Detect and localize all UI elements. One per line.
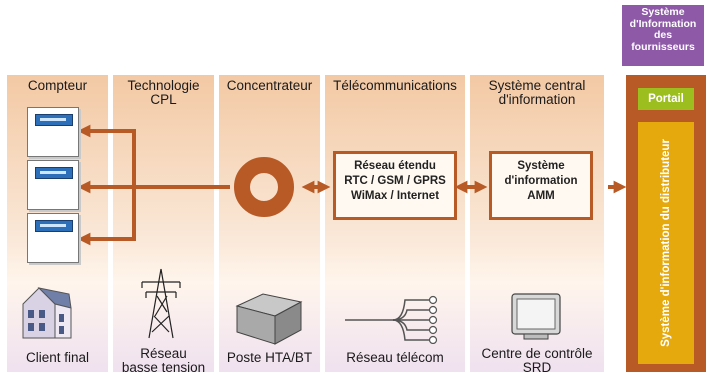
monitor-icon <box>511 293 561 340</box>
amm-box: Système d'information AMM <box>489 151 593 220</box>
column-telecommunications: Télécommunications Réseau télécom <box>325 75 465 372</box>
cpl-bus-lines <box>77 124 230 246</box>
concentrator-ring-icon <box>234 157 294 217</box>
column-separator <box>320 75 325 372</box>
meter-icon <box>27 107 79 157</box>
column-separator <box>465 75 470 372</box>
pylon-icon <box>141 268 181 339</box>
column-header: Système central d'information <box>488 78 586 107</box>
column-footer: Poste HTA/BT <box>226 350 313 365</box>
column-header: Télécommunications <box>333 78 457 93</box>
suppliers-header: Système d'Information des fournisseurs <box>622 5 704 66</box>
column-technologie-cpl: Technologie CPL Réseau basse tension <box>113 75 214 375</box>
telecom-network-icon <box>345 295 438 344</box>
column-footer: Réseau télécom <box>346 350 444 365</box>
column-header: Concentrateur <box>226 78 313 93</box>
column-header: Technologie CPL <box>127 78 200 107</box>
column-footer: Client final <box>25 350 90 365</box>
distributor-info-system-bar <box>638 122 694 364</box>
column-footer: Réseau basse tension <box>121 346 206 375</box>
house-icon <box>22 287 72 339</box>
column-header: Compteur <box>27 78 88 93</box>
column-separator <box>108 75 113 372</box>
meter-icon <box>27 160 79 210</box>
meter-icon <box>27 213 79 263</box>
distributor-info-system-label: Système d'information du distributeur <box>660 139 672 347</box>
column-separator <box>214 75 219 372</box>
portal-box: Portail <box>638 88 694 110</box>
transformer-station-icon <box>235 293 303 345</box>
column-footer: Centre de contrôle SRD <box>481 346 593 375</box>
wan-box: Réseau étendu RTC / GSM / GPRS WiMax / I… <box>333 151 457 220</box>
